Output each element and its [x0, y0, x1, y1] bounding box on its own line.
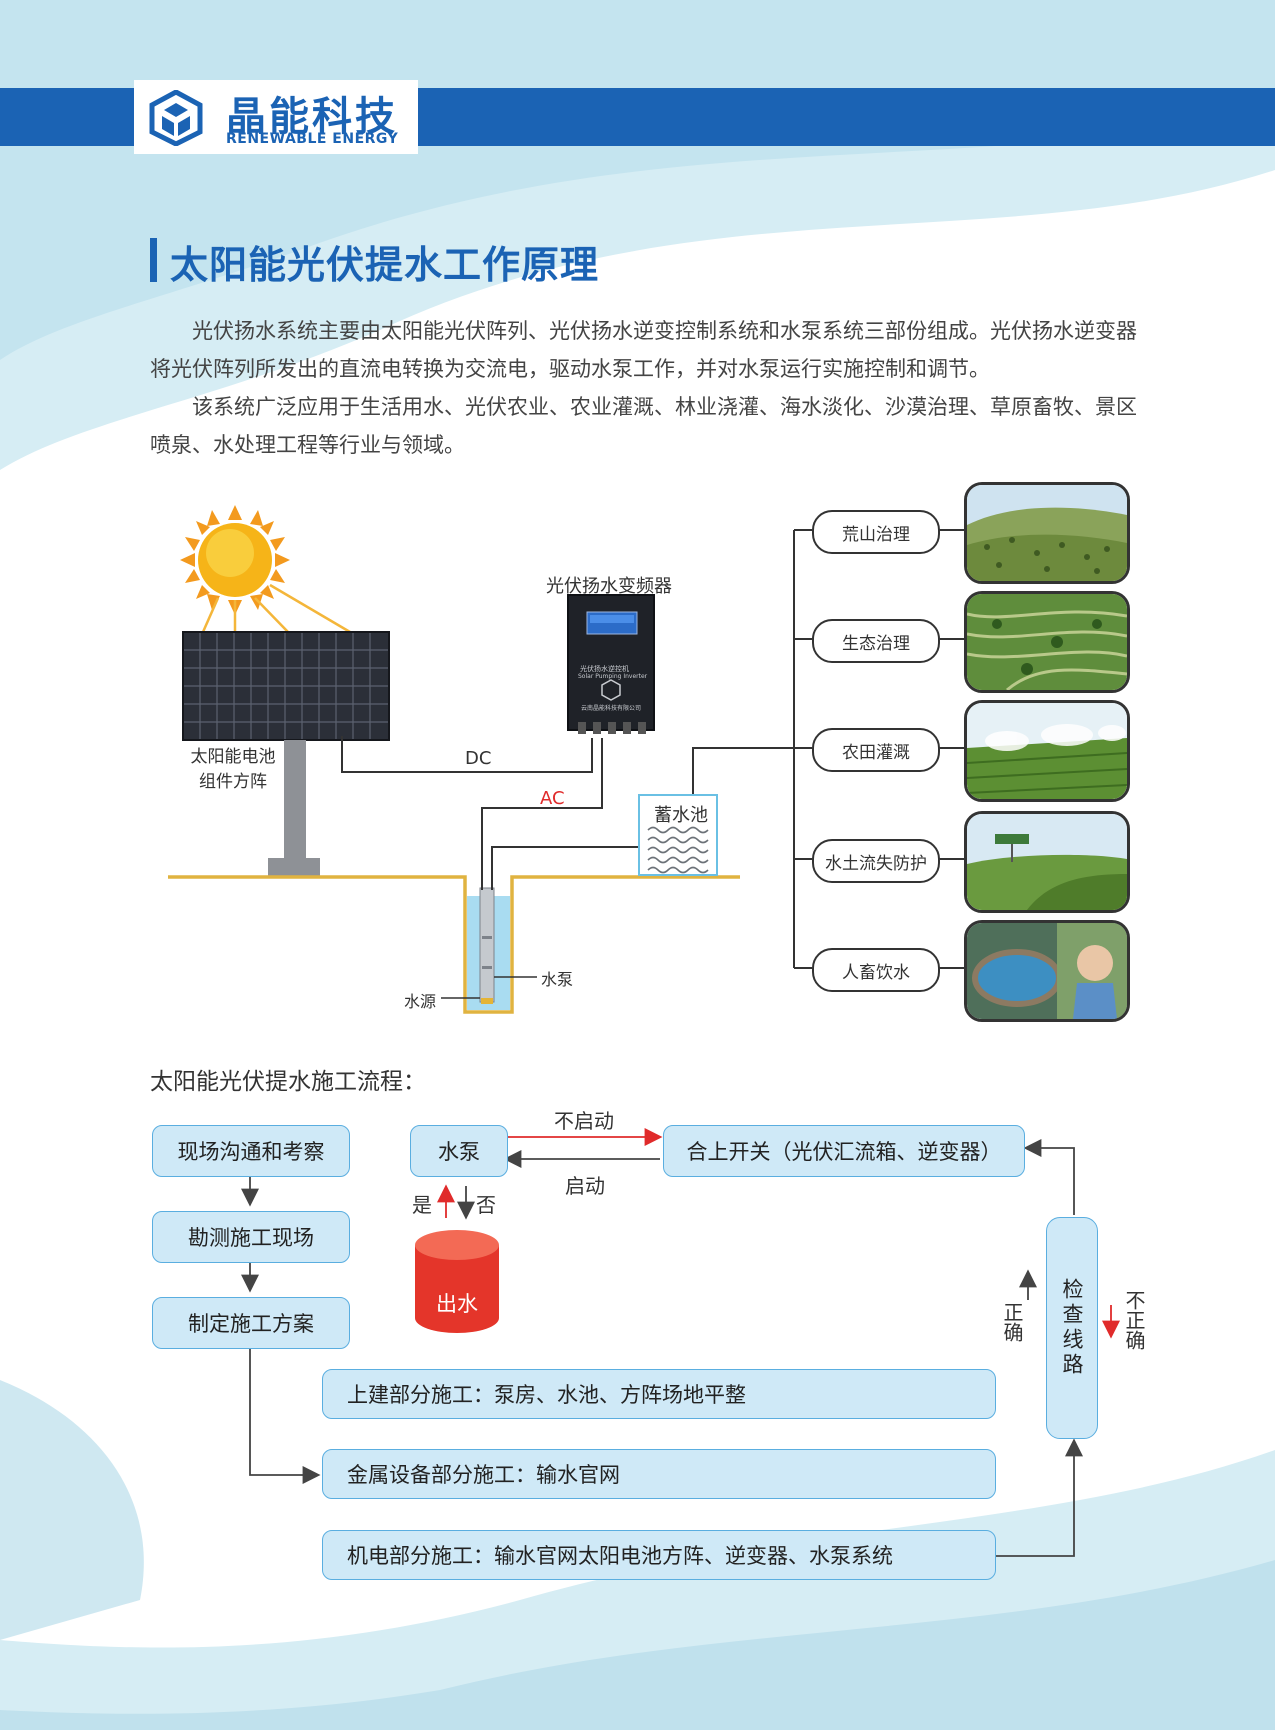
app-ecology: 生态治理	[812, 619, 940, 663]
app-barren-hills: 荒山治理	[812, 510, 940, 554]
photo-irrigation	[964, 700, 1130, 802]
source-label: 水源	[404, 992, 437, 1011]
app-soil-protection: 水土流失防护	[812, 839, 940, 883]
switch-box: 合上开关（光伏汇流箱、逆变器）	[663, 1125, 1025, 1177]
water-tank	[638, 794, 718, 876]
incorrect-label: 不正确	[1122, 1290, 1146, 1350]
app-drinking-water: 人畜饮水	[812, 948, 940, 992]
stage-metal-equipment: 金属设备部分施工：输水官网	[322, 1449, 996, 1499]
correct-label: 正确	[1000, 1302, 1024, 1342]
ground-line	[168, 875, 740, 1014]
photo-drinking-water	[964, 920, 1130, 1022]
intro-paragraph-2: 该系统广泛应用于生活用水、光伏农业、农业灌溉、林业浇灌、海水淡化、沙漠治理、草原…	[150, 395, 1137, 457]
stage-electromechanical: 机电部分施工：输水官网太阳电池方阵、逆变器、水泵系统	[322, 1530, 996, 1580]
process-subtitle: 太阳能光伏提水施工流程：	[150, 1069, 426, 1095]
tank-label: 蓄水池	[654, 805, 708, 826]
yes-label: 是	[412, 1193, 432, 1217]
pump	[479, 887, 495, 1004]
no-start-label: 不启动	[554, 1109, 614, 1133]
brand-name-cn: 晶能科技	[226, 94, 398, 140]
photo-ecology	[964, 591, 1130, 693]
pump-label: 水泵	[541, 970, 574, 989]
water-out-label: 出水	[436, 1292, 478, 1316]
ac-label: AC	[540, 788, 565, 809]
dc-label: DC	[465, 748, 492, 769]
title-marker	[150, 238, 157, 282]
step-site-survey: 勘测施工现场	[152, 1211, 350, 1263]
photo-barren-hills	[964, 482, 1130, 584]
panel-post	[284, 740, 306, 860]
photo-soil-protection	[964, 811, 1130, 913]
inverter-face-company: 云南晶能科技有限公司	[581, 705, 642, 712]
inverter-label: 光伏扬水变频器	[546, 576, 672, 597]
brand-name-en: RENEWABLE ENERGY	[226, 131, 399, 147]
intro-paragraph-1: 光伏扬水系统主要由太阳能光伏阵列、光伏扬水逆变控制系统和水泵系统三部份组成。光伏…	[150, 319, 1137, 381]
inverter-face-cn: 光伏扬水逆控机	[580, 665, 629, 673]
panel-base	[268, 858, 320, 876]
sun-icon	[180, 505, 290, 615]
check-circuit-box: 检查线路	[1046, 1217, 1098, 1439]
step-survey-communication: 现场沟通和考察	[152, 1125, 350, 1177]
inverter-face-en: Solar Pumping Inverter	[578, 673, 648, 680]
step-construction-plan: 制定施工方案	[152, 1297, 350, 1349]
panel-label: 太阳能电池 组件方阵	[190, 747, 276, 792]
solar-panel	[182, 631, 390, 741]
app-irrigation: 农田灌溉	[812, 728, 940, 772]
brand-logo-icon	[149, 90, 203, 146]
inverter	[567, 594, 655, 734]
section-title: 太阳能光伏提水工作原理	[170, 243, 600, 287]
start-label: 启动	[565, 1174, 605, 1198]
pump-box: 水泵	[410, 1125, 508, 1177]
water-out-cylinder	[415, 1230, 499, 1333]
stage-civil-works: 上建部分施工：泵房、水池、方阵场地平整	[322, 1369, 996, 1419]
no-label: 否	[476, 1193, 496, 1217]
